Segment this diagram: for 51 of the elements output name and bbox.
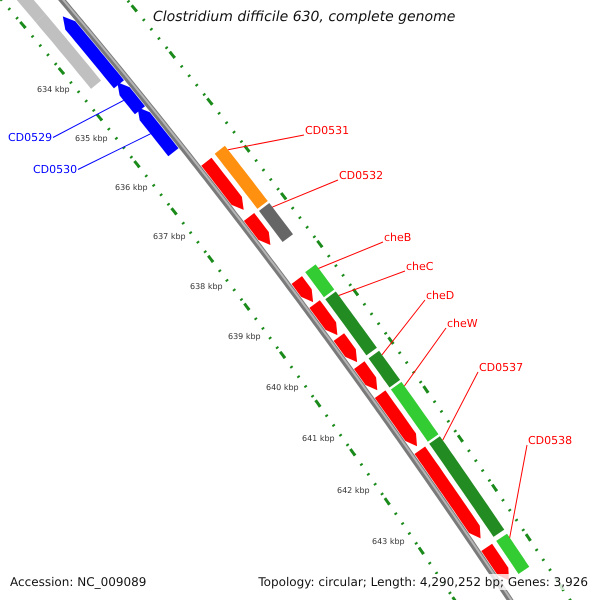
gene-label: CD0532 bbox=[339, 169, 384, 182]
gene-block bbox=[259, 203, 293, 242]
gene-block-pointed bbox=[354, 361, 378, 390]
position-label: 636 kbp bbox=[115, 183, 148, 193]
position-label: 638 kbp bbox=[190, 282, 223, 292]
gene-block-pointed bbox=[138, 107, 178, 156]
gene-label: cheC bbox=[406, 260, 434, 273]
gene-label: cheD bbox=[426, 289, 454, 302]
gene-block bbox=[368, 350, 400, 388]
position-label: 642 kbp bbox=[337, 486, 370, 496]
accession-text: Accession: NC_009089 bbox=[8, 574, 148, 590]
leader-line bbox=[509, 444, 528, 538]
position-label: 635 kbp bbox=[75, 134, 108, 144]
position-label: 643 kbp bbox=[372, 537, 405, 547]
gene-label: CD0529 bbox=[8, 131, 52, 144]
gene-block-pointed bbox=[309, 300, 338, 336]
leader-line bbox=[52, 100, 124, 138]
gene-label: cheB bbox=[384, 231, 412, 244]
position-label: 637 kbp bbox=[153, 232, 186, 242]
gene-block-pointed bbox=[334, 333, 358, 362]
gene-label: CD0530 bbox=[33, 163, 78, 176]
gene-label: CD0537 bbox=[479, 361, 524, 374]
map-title: Clostridium difficile 630, complete genome bbox=[153, 9, 456, 25]
leader-line bbox=[78, 133, 151, 170]
gene-block bbox=[305, 264, 334, 298]
gene-block-pointed bbox=[414, 446, 481, 538]
leader-line bbox=[318, 242, 384, 269]
gene-block-pointed bbox=[244, 213, 270, 245]
gene-label: CD0538 bbox=[528, 434, 572, 447]
position-label: 640 kbp bbox=[266, 383, 299, 393]
gene-block-pointed bbox=[201, 158, 244, 210]
gene-block bbox=[429, 436, 504, 537]
gene-block bbox=[496, 534, 530, 574]
leader-line bbox=[382, 300, 426, 356]
leader-line bbox=[338, 270, 406, 296]
gene-block bbox=[214, 146, 268, 209]
gene-block bbox=[390, 382, 438, 442]
gene-label: CD0531 bbox=[305, 124, 350, 137]
gene-block-pointed bbox=[292, 276, 314, 302]
position-label: 639 kbp bbox=[228, 332, 261, 342]
gene-block-pointed bbox=[374, 390, 417, 446]
gene-label: cheW bbox=[447, 317, 478, 330]
genome-info-text: Topology: circular; Length: 4,290,252 bp; Genes: 3,926 bbox=[256, 574, 590, 590]
leader-line bbox=[228, 134, 304, 150]
gene-block bbox=[325, 292, 377, 356]
position-label: 634 kbp bbox=[37, 85, 70, 95]
leader-line bbox=[442, 372, 478, 441]
gene-block-pointed bbox=[117, 82, 145, 114]
leader-line bbox=[404, 328, 446, 386]
position-label: 641 kbp bbox=[302, 434, 335, 444]
leader-line bbox=[272, 180, 338, 208]
